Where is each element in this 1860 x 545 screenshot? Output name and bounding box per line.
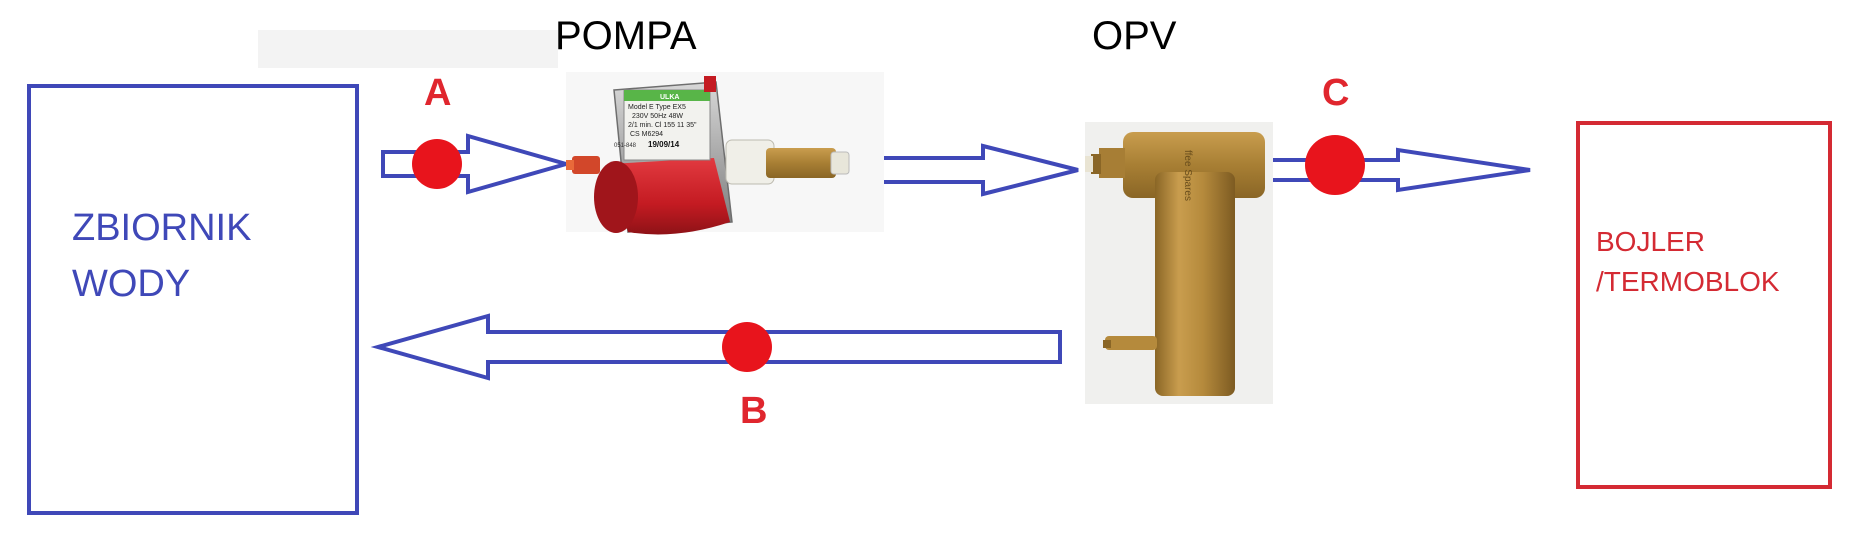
boiler-box [1576, 121, 1832, 489]
point-b-label: B [740, 390, 768, 432]
point-b-dot [722, 322, 772, 372]
pump-image [566, 72, 884, 235]
arrow-tank-to-pump [381, 133, 574, 195]
point-a-label: A [424, 72, 452, 114]
background-band [258, 30, 558, 68]
opv-title: OPV [1092, 14, 1177, 58]
point-a-dot [412, 139, 462, 189]
boiler-label-line1: BOJLER [1596, 226, 1705, 257]
arrow-pump-to-opv [880, 143, 1079, 197]
water-tank-label-line1: ZBIORNIK [72, 207, 252, 249]
pump-label-brand: ULKA [660, 94, 679, 101]
opv-engraving: ffee Spares [1182, 150, 1193, 201]
arrow-opv-return-to-tank [370, 313, 1062, 381]
pump-label-model: Model E Type EX5 [628, 104, 686, 111]
water-tank-label-line2: WODY [72, 263, 191, 305]
point-c-label: C [1322, 72, 1350, 114]
pump-label-code: 051-848 [614, 143, 637, 149]
pump-label-spec3: CS M6294 [630, 131, 663, 138]
pump-label-spec2: 2/1 min. Cl 155 11 35" [628, 122, 697, 129]
opv-image [1085, 122, 1273, 404]
water-tank-label: ZBIORNIK WODY [72, 200, 251, 312]
pump-label-spec1: 230V 50Hz 48W [632, 113, 683, 120]
point-c-dot [1305, 135, 1365, 195]
boiler-label-line2: /TERMOBLOK [1596, 266, 1780, 297]
water-tank-box [27, 84, 359, 515]
boiler-label: BOJLER /TERMOBLOK [1596, 222, 1780, 302]
pump-title: POMPA [555, 14, 697, 58]
pump-label-date: 19/09/14 [648, 140, 680, 149]
